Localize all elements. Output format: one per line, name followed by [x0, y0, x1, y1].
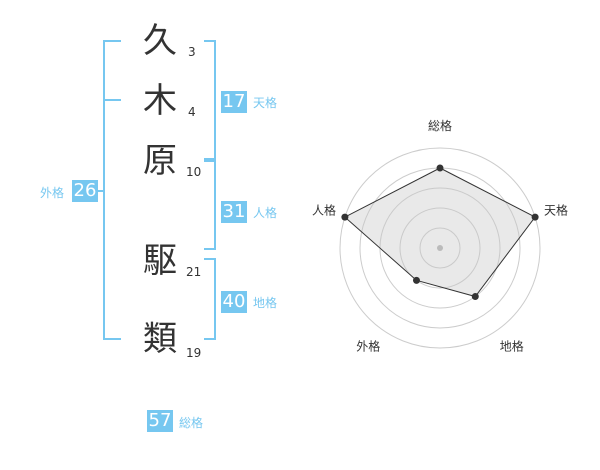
- radar-point-1: [436, 164, 444, 172]
- jinkaku-bracket: [204, 160, 216, 250]
- radar-axis-label-3: 地格: [500, 339, 524, 354]
- tenkaku-bracket: [204, 40, 216, 160]
- tenkaku-label: 天格: [253, 96, 278, 110]
- stroke-count-3: 10: [186, 165, 202, 179]
- tenkaku-value: 17: [221, 91, 247, 113]
- name-char-2: 木: [143, 81, 177, 121]
- radar-axis-label-4: 外格: [356, 339, 380, 354]
- radar-area: [344, 167, 536, 298]
- radar-point-3: [471, 293, 479, 301]
- radar-axis-label-1: 総格: [428, 118, 452, 133]
- radar-ring: [339, 147, 541, 349]
- jinkaku-label: 人格: [253, 206, 278, 220]
- stroke-count-5: 19: [186, 346, 202, 360]
- radar-point-4: [412, 276, 420, 284]
- gaikaku-tick: [105, 99, 121, 101]
- chikaku-label: 地格: [253, 296, 278, 310]
- radar-axis-label-2: 天格: [544, 202, 568, 217]
- stroke-count-2: 4: [188, 105, 196, 119]
- radar-ring: [399, 207, 481, 289]
- stroke-count-1: 3: [188, 45, 196, 59]
- stroke-count-4: 21: [186, 265, 202, 279]
- name-char-4: 駆: [143, 241, 177, 281]
- radar-axis-label-5: 人格: [312, 202, 336, 217]
- chikaku-bracket: [204, 258, 216, 340]
- name-char-1: 久: [143, 21, 177, 61]
- name-char-5: 類: [143, 319, 177, 359]
- radar-center: [437, 245, 443, 251]
- radar-ring: [419, 227, 461, 269]
- soukaku-value: 57: [147, 410, 173, 432]
- radar-point-2: [531, 213, 539, 221]
- jinkaku-value: 31: [221, 201, 247, 223]
- name-char-3: 原: [143, 141, 177, 181]
- soukaku-label: 総格: [179, 416, 204, 430]
- gaikaku-label: 外格: [40, 186, 65, 200]
- gaikaku-connector: [97, 190, 105, 192]
- radar-point-5: [341, 213, 349, 221]
- chikaku-value: 40: [221, 291, 247, 313]
- gaikaku-value: 26: [72, 180, 98, 202]
